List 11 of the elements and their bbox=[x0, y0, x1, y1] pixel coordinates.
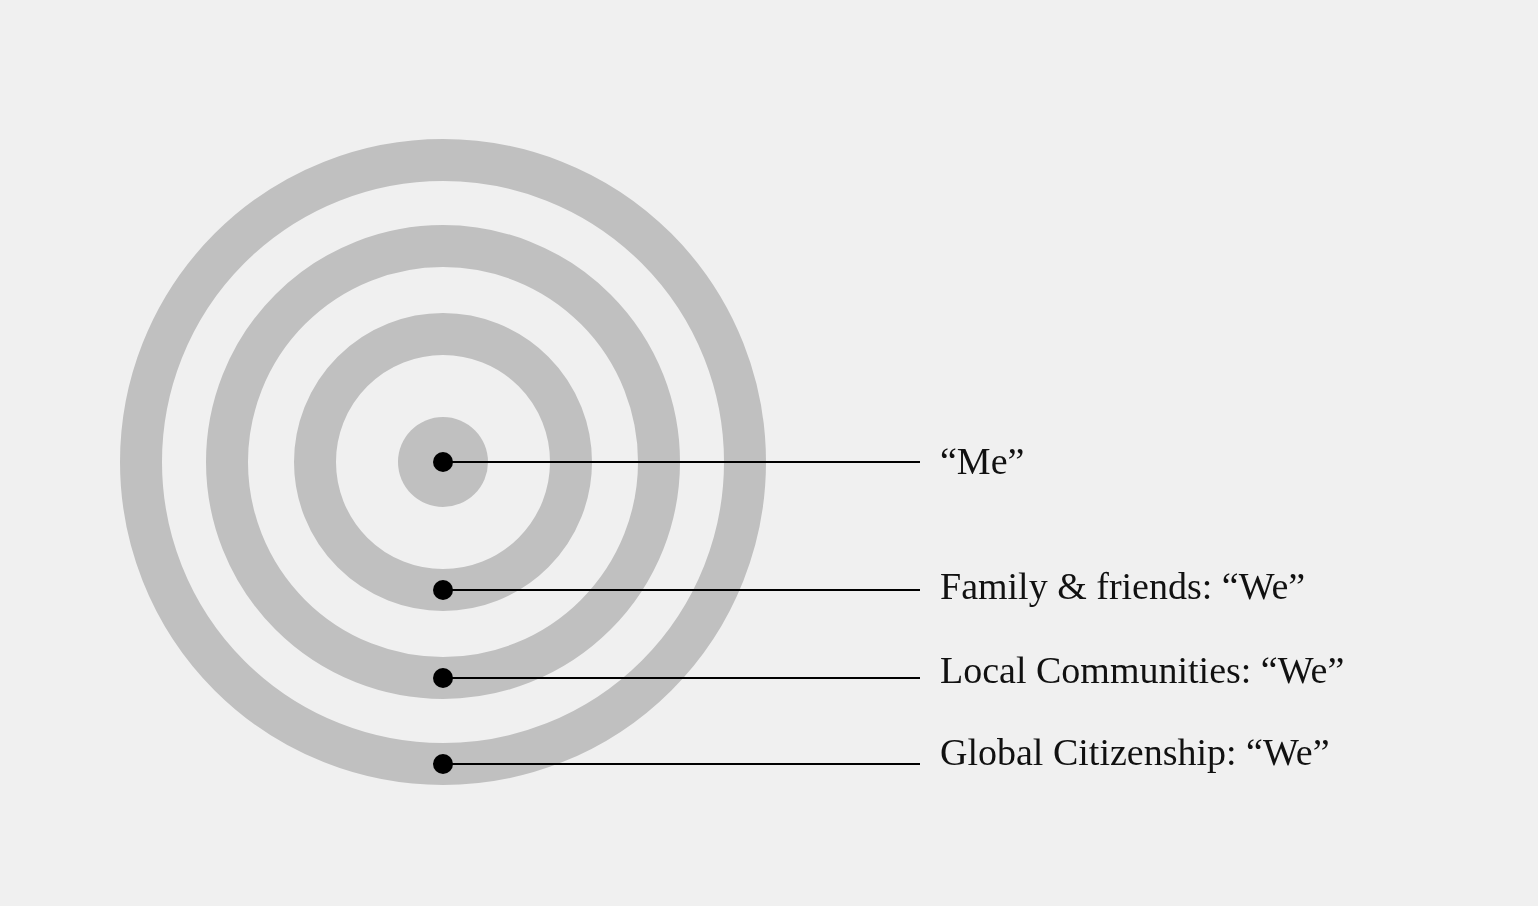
ring bbox=[206, 225, 680, 699]
ring bbox=[120, 139, 766, 785]
ring-label: “Me” bbox=[940, 439, 1025, 485]
ring-label: Family & friends: “We” bbox=[940, 564, 1306, 610]
leader-line bbox=[433, 668, 921, 688]
leader-line bbox=[433, 754, 921, 774]
leader-line bbox=[433, 452, 921, 472]
ring-label: Local Communities: “We” bbox=[940, 648, 1345, 694]
ring-label: Global Citizenship: “We” bbox=[940, 730, 1330, 776]
leader-line bbox=[433, 580, 921, 600]
ring bbox=[294, 313, 592, 611]
